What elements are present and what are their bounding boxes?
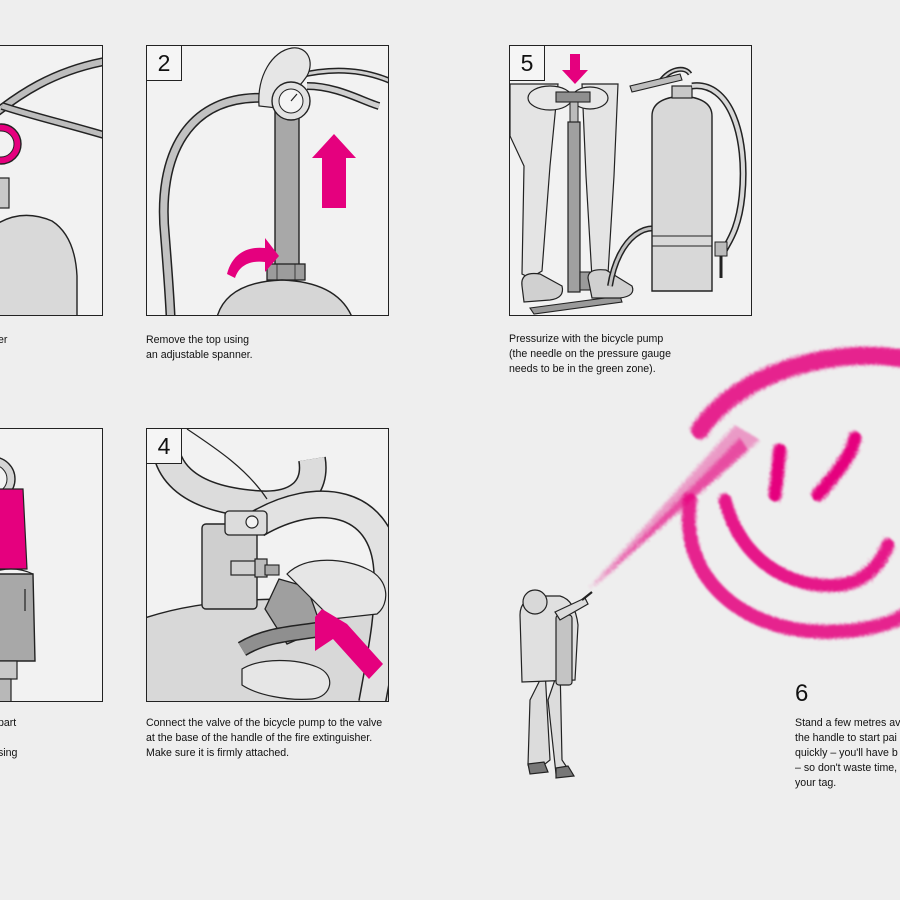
step-4-panel: 4 [146, 428, 389, 702]
up-arrow-icon [312, 134, 356, 208]
step-6-caption-line: the handle to start pai [795, 732, 897, 744]
step-2-caption-line: an adjustable spanner. [146, 349, 253, 361]
step-4-caption: Connect the valve of the bicycle pump to… [146, 716, 382, 761]
step-4-caption-line: Make sure it is firmly attached. [146, 747, 290, 759]
curved-arrow-icon [227, 238, 279, 278]
step-3-caption-line: part [0, 717, 17, 729]
step-4-number: 4 [147, 429, 182, 464]
step-2-illustration [158, 47, 388, 315]
step-6-caption-line: your tag. [795, 777, 837, 789]
diagonal-arrow-icon [315, 609, 383, 679]
step-4-caption-line: at the base of the handle of the fire ex… [146, 732, 373, 744]
step-5-caption-line: Pressurize with the bicycle pump [509, 333, 664, 345]
step-5-caption-line: (the needle on the pressure gauge [509, 348, 671, 360]
step-6-caption-line: quickly – you'll have b [795, 747, 898, 759]
step-3-caption: part sing [0, 716, 17, 761]
step-2-caption-line: Remove the top using [146, 334, 250, 346]
step-5-caption: Pressurize with the bicycle pump (the ne… [509, 332, 671, 377]
step-3-caption-line: sing [0, 747, 18, 759]
step-6-caption-line: Stand a few metres av [795, 717, 900, 729]
step-2-panel: 2 [146, 45, 389, 316]
step-6-caption-line: – so don't waste time, [795, 762, 898, 774]
step-3-illustration [0, 457, 36, 701]
step-6-number: 6 [795, 680, 809, 707]
step-6-caption: Stand a few metres av the handle to star… [795, 716, 900, 791]
down-arrow-icon [562, 54, 588, 84]
step-1-caption-line: er [0, 334, 8, 346]
step-1-illustration [0, 57, 102, 315]
step-1-panel [0, 45, 103, 316]
step-2-caption: Remove the top using an adjustable spann… [146, 333, 253, 363]
step-3-panel [0, 428, 103, 702]
step-4-caption-line: Connect the valve of the bicycle pump to… [146, 717, 383, 729]
step-5-number: 5 [510, 46, 545, 81]
step-2-number: 2 [147, 46, 182, 81]
step-1-caption: er [0, 333, 7, 363]
step-5-illustration [510, 66, 747, 315]
step-5-caption-line: needs to be in the green zone). [509, 363, 656, 375]
step-5-panel: 5 [509, 45, 752, 316]
